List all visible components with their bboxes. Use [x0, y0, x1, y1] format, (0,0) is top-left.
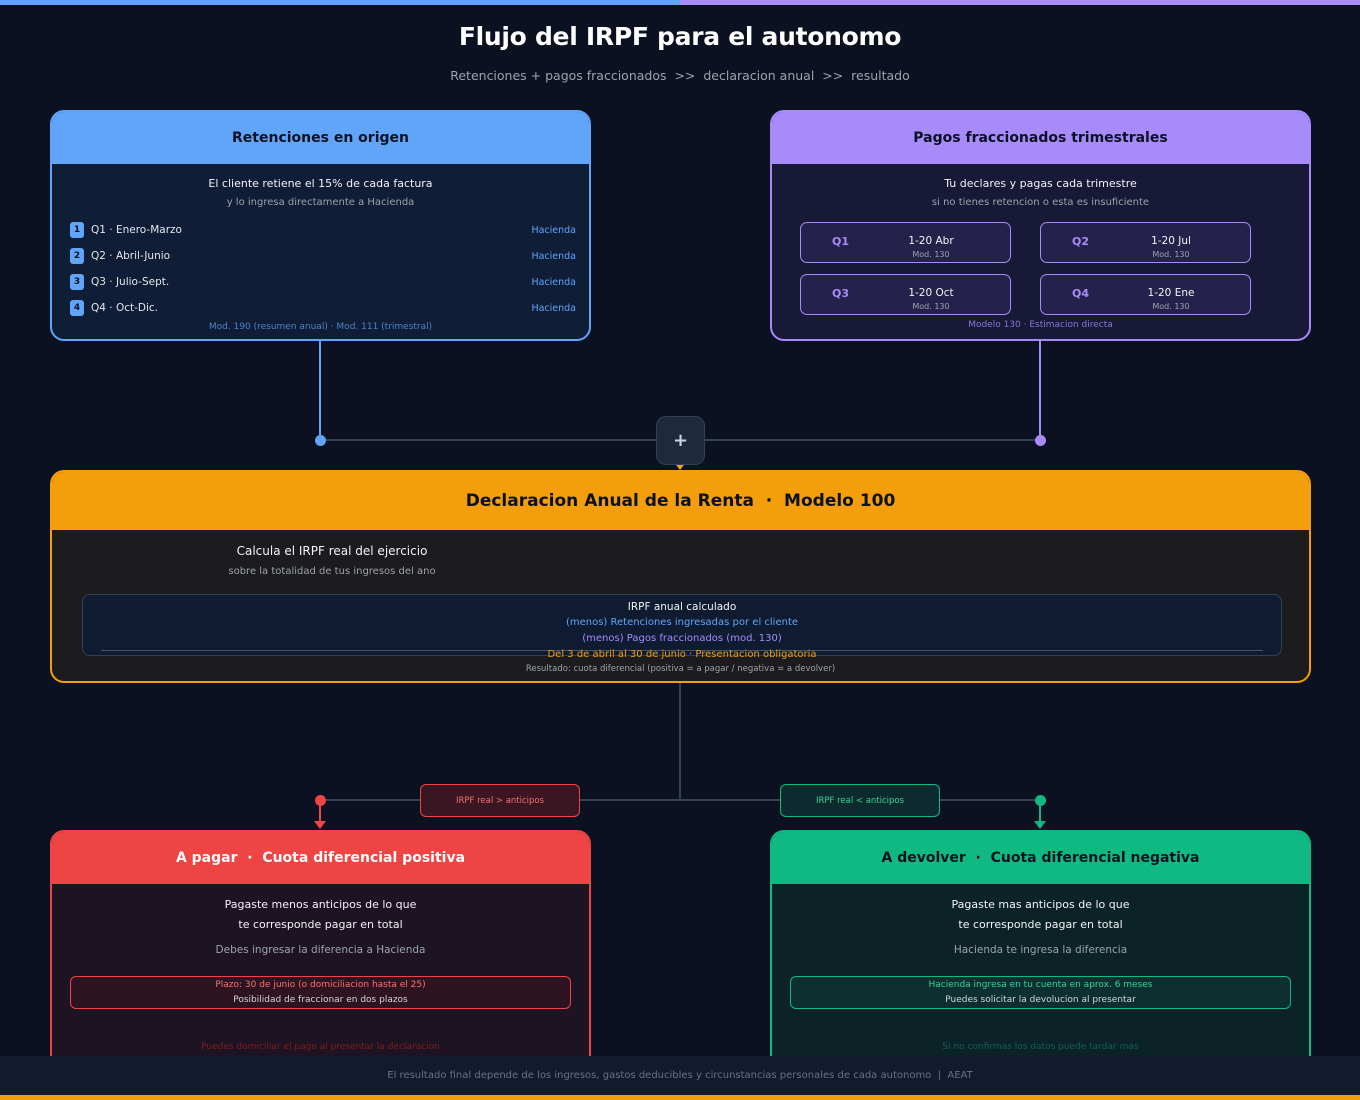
connector-dot-red — [315, 795, 326, 806]
declaracion-lead: Calcula el IRPF real del ejercicio — [236, 544, 428, 558]
a-pagar-lead-1: Pagaste menos anticipos de lo que — [224, 898, 417, 911]
calc-line-retenciones: (menos) Retenciones ingresadas por el cl… — [565, 617, 799, 628]
retenciones-sub: y lo ingresa directamente a Hacienda — [226, 197, 415, 208]
quarter-model: Mod. 130 — [1152, 302, 1190, 311]
pago-box-q3: Q3 1-20 Oct Mod. 130 — [800, 274, 1011, 315]
a-devolver-card: A devolver · Cuota diferencial negativa … — [770, 830, 1311, 1070]
quarter-model: Mod. 130 — [1152, 250, 1190, 259]
quarter-number-badge: 3 — [70, 274, 84, 290]
a-devolver-lead-2: te corresponde pagar en total — [958, 918, 1123, 931]
bottom-accent-bar — [0, 1095, 1360, 1100]
quarter-date: 1-20 Jul — [1151, 235, 1191, 247]
connector-dot-purple — [1035, 435, 1046, 446]
retenciones-lead: El cliente retiene el 15% de cada factur… — [208, 177, 433, 190]
top-accent-bar — [0, 0, 1360, 5]
a-pagar-installments: Posibilidad de fraccionar en dos plazos — [233, 995, 408, 1005]
a-devolver-timing-box: Hacienda ingresa en tu cuenta en aprox. … — [790, 976, 1291, 1009]
condition-pay-badge: IRPF real > anticipos — [420, 784, 580, 817]
connector-dot-green — [1035, 795, 1046, 806]
a-pagar-lead-2: te corresponde pagar en total — [238, 918, 403, 931]
calc-line-pagos: (menos) Pagos fraccionados (mod. 130) — [582, 633, 782, 644]
quarter-id: Q4 — [1072, 287, 1090, 300]
retencion-row-q2: 2 Q2 · Abril-Junio Hacienda — [70, 246, 576, 266]
arrow-down-red-icon — [314, 821, 326, 829]
quarter-label: Q1 · Enero-Marzo — [91, 224, 182, 236]
connector-pagos-down — [1039, 341, 1041, 440]
a-devolver-timing: Hacienda ingresa en tu cuenta en aprox. … — [928, 980, 1153, 990]
a-pagar-title: A pagar · Cuota diferencial positiva — [52, 832, 589, 884]
calc-deadline: Del 3 de abril al 30 de junio · Presenta… — [547, 649, 817, 660]
retencion-row-q4: 4 Q4 · Oct-Dic. Hacienda — [70, 298, 576, 318]
retenciones-note: Mod. 190 (resumen anual) · Mod. 111 (tri… — [208, 322, 433, 332]
connector-retenciones-down — [319, 341, 321, 440]
connector-refund-down — [1039, 800, 1041, 822]
quarter-label: Q2 · Abril-Junio — [91, 250, 171, 262]
a-pagar-deadline-box: Plazo: 30 de junio (o domiciliacion hast… — [70, 976, 571, 1009]
condition-refund-badge: IRPF real < anticipos — [780, 784, 940, 817]
arrow-down-icon — [676, 465, 684, 470]
page-footer: El resultado final depende de los ingres… — [0, 1056, 1360, 1095]
a-devolver-footnote: Si no confirmas los datos puede tardar m… — [942, 1042, 1139, 1052]
quarter-label: Q3 · Julio-Sept. — [91, 276, 170, 288]
a-pagar-footnote: Puedes domiciliar el pago al presentar l… — [201, 1042, 440, 1052]
pago-box-q4: Q4 1-20 Ene Mod. 130 — [1040, 274, 1251, 315]
pago-box-q1: Q1 1-20 Abr Mod. 130 — [800, 222, 1011, 263]
connector-declaracion-down — [679, 683, 681, 800]
calculation-box: IRPF anual calculado (menos) Retenciones… — [82, 594, 1282, 660]
connector-dot-blue — [315, 435, 326, 446]
quarter-model: Mod. 130 — [912, 302, 950, 311]
quarter-id: Q2 — [1072, 235, 1090, 248]
quarter-date: 1-20 Ene — [1147, 287, 1195, 299]
pagos-lead: Tu declares y pagas cada trimestre — [944, 177, 1137, 190]
pagos-sub: si no tienes retencion o esta es insufic… — [931, 197, 1150, 208]
connector-horizontal-bottom — [320, 799, 1040, 801]
quarter-number-badge: 1 — [70, 222, 84, 238]
quarter-model: Mod. 130 — [912, 250, 950, 259]
declaracion-sub: sobre la totalidad de tus ingresos del a… — [228, 566, 436, 577]
page-subtitle: Retenciones + pagos fraccionados >> decl… — [450, 68, 910, 83]
quarter-destination: Hacienda — [531, 302, 576, 314]
quarter-id: Q1 — [832, 235, 850, 248]
a-devolver-request: Puedes solicitar la devolucion al presen… — [945, 995, 1136, 1005]
page-title: Flujo del IRPF para el autonomo — [458, 22, 902, 51]
quarter-destination: Hacienda — [531, 224, 576, 236]
quarter-number-badge: 4 — [70, 300, 84, 316]
a-devolver-lead-1: Pagaste mas anticipos de lo que — [951, 898, 1130, 911]
pago-box-q2: Q2 1-20 Jul Mod. 130 — [1040, 222, 1251, 263]
quarter-date: 1-20 Oct — [908, 287, 954, 299]
retencion-row-q3: 3 Q3 · Julio-Sept. Hacienda — [70, 272, 576, 292]
quarter-number-badge: 2 — [70, 248, 84, 264]
declaracion-result: Resultado: cuota diferencial (positiva =… — [525, 664, 836, 674]
a-devolver-sub: Hacienda te ingresa la diferencia — [953, 944, 1128, 956]
quarter-destination: Hacienda — [531, 250, 576, 262]
calc-separator — [101, 650, 1263, 651]
retencion-row-q1: 1 Q1 · Enero-Marzo Hacienda — [70, 220, 576, 240]
quarter-destination: Hacienda — [531, 276, 576, 288]
calc-line-irpf: IRPF anual calculado — [627, 601, 737, 613]
connector-pay-down — [319, 800, 321, 822]
declaracion-anual-card: Declaracion Anual de la Renta · Modelo 1… — [50, 470, 1311, 683]
pagos-fraccionados-card: Pagos fraccionados trimestrales Tu decla… — [770, 110, 1311, 341]
a-devolver-title: A devolver · Cuota diferencial negativa — [772, 832, 1309, 884]
retenciones-card: Retenciones en origen El cliente retiene… — [50, 110, 591, 341]
pagos-title: Pagos fraccionados trimestrales — [772, 112, 1309, 164]
quarter-id: Q3 — [832, 287, 850, 300]
a-pagar-sub: Debes ingresar la diferencia a Hacienda — [215, 944, 426, 956]
retenciones-title: Retenciones en origen — [52, 112, 589, 164]
quarter-date: 1-20 Abr — [908, 235, 954, 247]
a-pagar-deadline: Plazo: 30 de junio (o domiciliacion hast… — [215, 980, 426, 990]
plus-join-icon: + — [656, 416, 705, 465]
a-pagar-card: A pagar · Cuota diferencial positiva Pag… — [50, 830, 591, 1070]
declaracion-title: Declaracion Anual de la Renta · Modelo 1… — [52, 472, 1309, 530]
quarter-label: Q4 · Oct-Dic. — [91, 302, 159, 314]
pagos-note: Modelo 130 · Estimacion directa — [968, 320, 1113, 330]
arrow-down-green-icon — [1034, 821, 1046, 829]
